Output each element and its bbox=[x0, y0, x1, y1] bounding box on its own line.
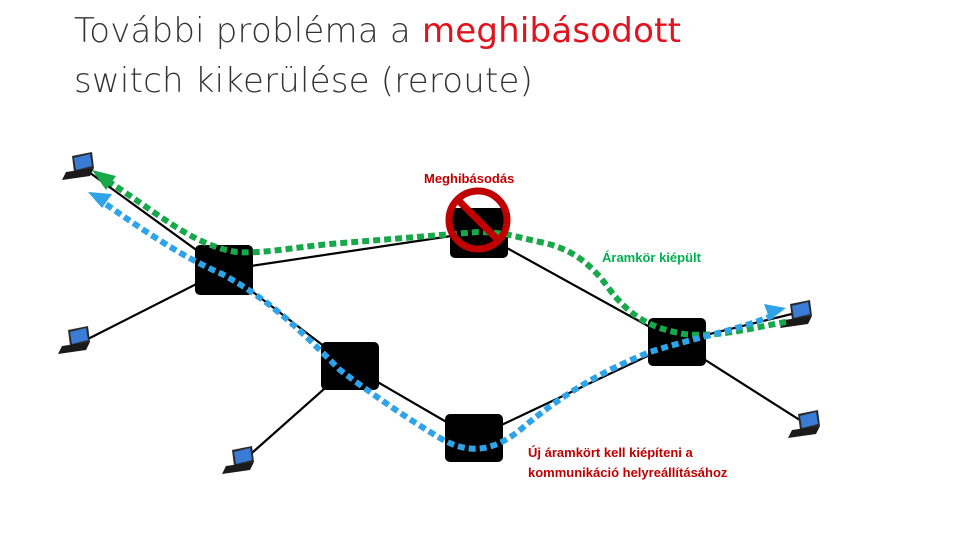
slide-title: További probléma a meghibásodott switch … bbox=[74, 6, 681, 106]
green-arrowhead-left bbox=[92, 170, 116, 190]
laptop-icon bbox=[58, 326, 90, 354]
switch-icon bbox=[445, 414, 503, 462]
new-circuit-label-line2: kommunikáció helyreállításához bbox=[528, 465, 728, 480]
title-line-1: További probléma a meghibásodott bbox=[74, 6, 681, 56]
established-circuit-path bbox=[98, 173, 787, 338]
circuit-built-label: Áramkör kiépült bbox=[602, 250, 701, 265]
laptop-icon bbox=[788, 410, 820, 438]
link bbox=[223, 230, 479, 272]
new-circuit-label: Új áramkört kell kiépíteni a kommunikáci… bbox=[528, 443, 727, 483]
laptops bbox=[58, 152, 820, 474]
title-highlight: meghibásodott bbox=[421, 11, 682, 51]
prohibited-icon bbox=[445, 187, 511, 253]
laptop-icon bbox=[62, 152, 94, 180]
new-circuit-label-line1: Új áramkört kell kiépíteni a bbox=[528, 445, 693, 460]
blue-arrowhead-left bbox=[88, 192, 112, 208]
switches bbox=[195, 208, 706, 462]
failure-label: Meghibásodás bbox=[424, 171, 515, 186]
laptop-icon bbox=[222, 446, 254, 474]
network-links bbox=[81, 169, 807, 461]
switch-icon bbox=[321, 342, 379, 390]
title-line-2: switch kikerülése (reroute) bbox=[74, 61, 534, 101]
title-prefix: További probléma a bbox=[74, 11, 422, 51]
blue-arrowhead-right bbox=[764, 304, 786, 320]
new-circuit-path bbox=[95, 195, 778, 452]
